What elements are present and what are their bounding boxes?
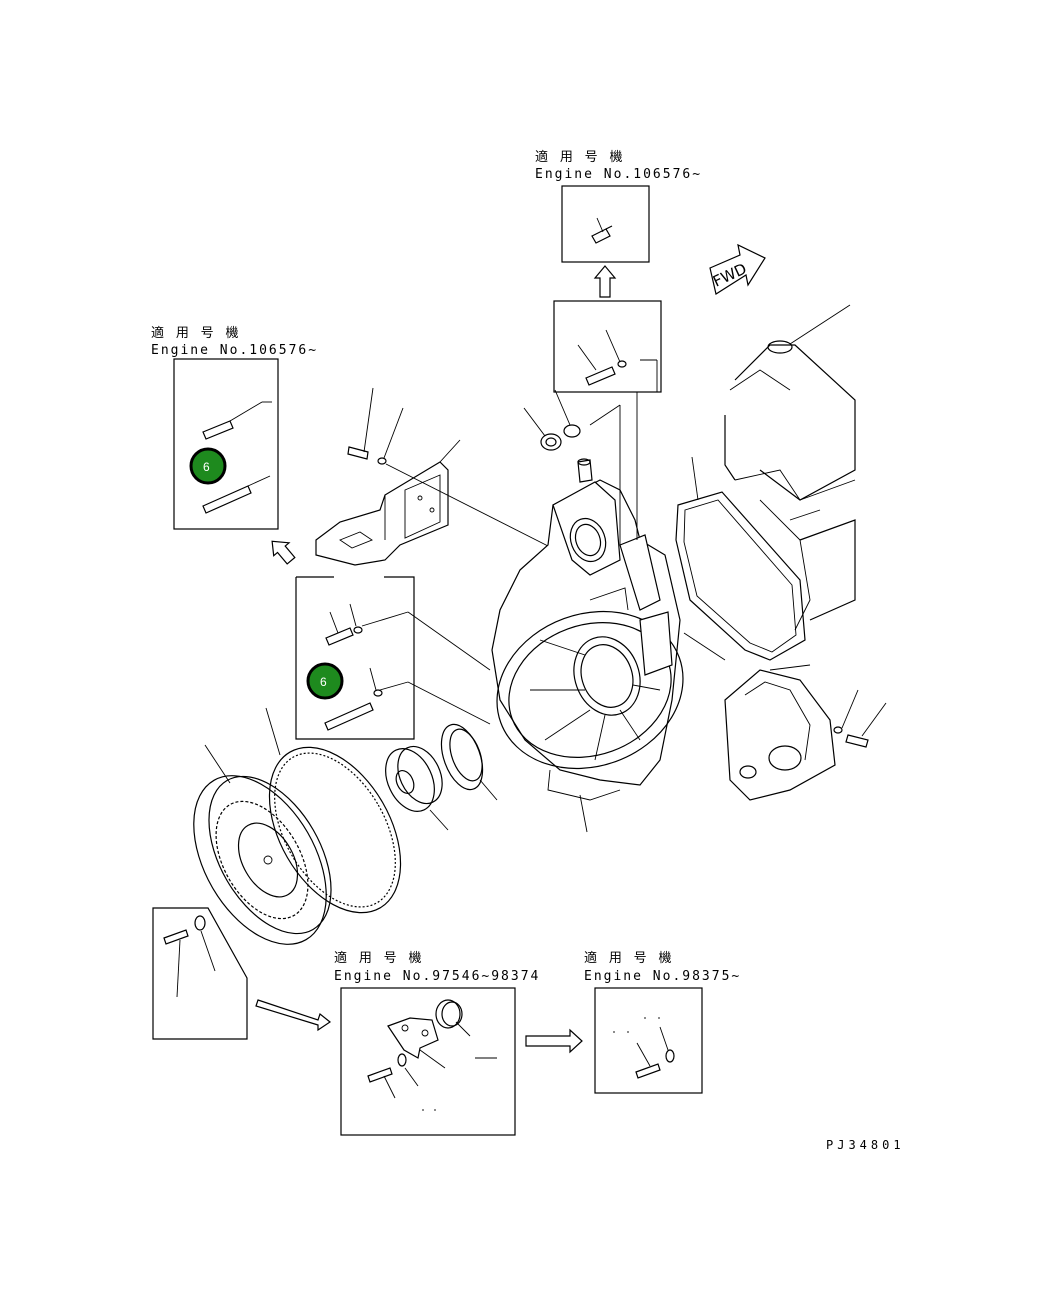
fwd-arrow-icon: FWD bbox=[709, 243, 766, 295]
flywheel-housing[interactable] bbox=[475, 389, 706, 833]
flywheel-hub[interactable] bbox=[376, 739, 451, 831]
inset-top-right-engine-label: Engine No.106576~ bbox=[535, 167, 702, 182]
plate-part[interactable] bbox=[387, 1017, 446, 1069]
inset-bottom-middle-jp-label: 適 用 号 機 bbox=[334, 950, 423, 966]
inset-bottom-right-jp-label: 適 用 号 機 bbox=[584, 950, 673, 966]
badge-label: 6 bbox=[320, 675, 327, 689]
flywheel[interactable] bbox=[166, 744, 356, 967]
inset-left-jp-label: 適 用 号 機 bbox=[151, 325, 240, 341]
long-bolt-part[interactable] bbox=[202, 475, 271, 514]
right-arrow-icon bbox=[525, 1028, 583, 1054]
ring-gear[interactable] bbox=[242, 707, 427, 935]
part-badge-left-inset[interactable]: 6 bbox=[189, 447, 227, 485]
engine-block bbox=[724, 304, 856, 631]
bearing-part[interactable] bbox=[435, 999, 471, 1037]
short-bolt-part[interactable] bbox=[202, 401, 272, 440]
inset-bottom-right-frame bbox=[594, 987, 703, 1094]
bolt-d-part[interactable] bbox=[635, 1026, 675, 1079]
engine-mount-bracket[interactable] bbox=[315, 387, 549, 566]
crank-seal[interactable] bbox=[433, 719, 498, 801]
drawing-code: PJ34801 bbox=[826, 1138, 905, 1152]
inset-top-right-frame bbox=[561, 185, 650, 263]
inset-bottom-middle: 適 用 号 機 Engine No.97546~98374 bbox=[334, 950, 583, 1136]
inset-left: 適 用 号 機 Engine No.106576~ bbox=[151, 325, 318, 565]
inset-bottom-right-engine-label: Engine No.98375~ bbox=[584, 969, 741, 984]
inset-bottom-right: 適 用 号 機 Engine No.98375~ bbox=[584, 950, 741, 1094]
flange-bolt-part[interactable] bbox=[591, 217, 613, 244]
diagonal-arrow-icon bbox=[271, 540, 296, 565]
inset-top-right-jp-label: 適 用 号 機 bbox=[535, 149, 624, 165]
bolt-a-part[interactable] bbox=[325, 603, 363, 646]
inset-left-engine-label: Engine No.106576~ bbox=[151, 343, 318, 358]
flywheel-bolt-part[interactable] bbox=[163, 915, 216, 998]
inset-bottom-left bbox=[152, 907, 332, 1040]
right-mount-bracket[interactable] bbox=[683, 632, 887, 801]
bolt-washer-part[interactable] bbox=[577, 329, 627, 386]
part-badge-middle-inset[interactable]: 6 bbox=[306, 662, 344, 700]
inset-middle-left bbox=[295, 576, 491, 740]
bolt-c-part[interactable] bbox=[367, 1053, 419, 1099]
diagonal-arrow-icon bbox=[255, 999, 332, 1032]
inset-bolt-washer-frame bbox=[553, 300, 662, 393]
inset-left-frame bbox=[173, 358, 279, 530]
up-arrow-icon bbox=[593, 265, 617, 298]
inset-bottom-middle-engine-label: Engine No.97546~98374 bbox=[334, 969, 540, 984]
inset-top-right: 適 用 号 機 Engine No.106576~ bbox=[535, 149, 702, 393]
inset-bottom-middle-frame bbox=[340, 987, 516, 1136]
bolt-b-part[interactable] bbox=[324, 667, 383, 731]
gasket[interactable] bbox=[675, 456, 806, 661]
inset-middle-left-frame bbox=[295, 576, 415, 740]
badge-label: 6 bbox=[203, 460, 210, 474]
